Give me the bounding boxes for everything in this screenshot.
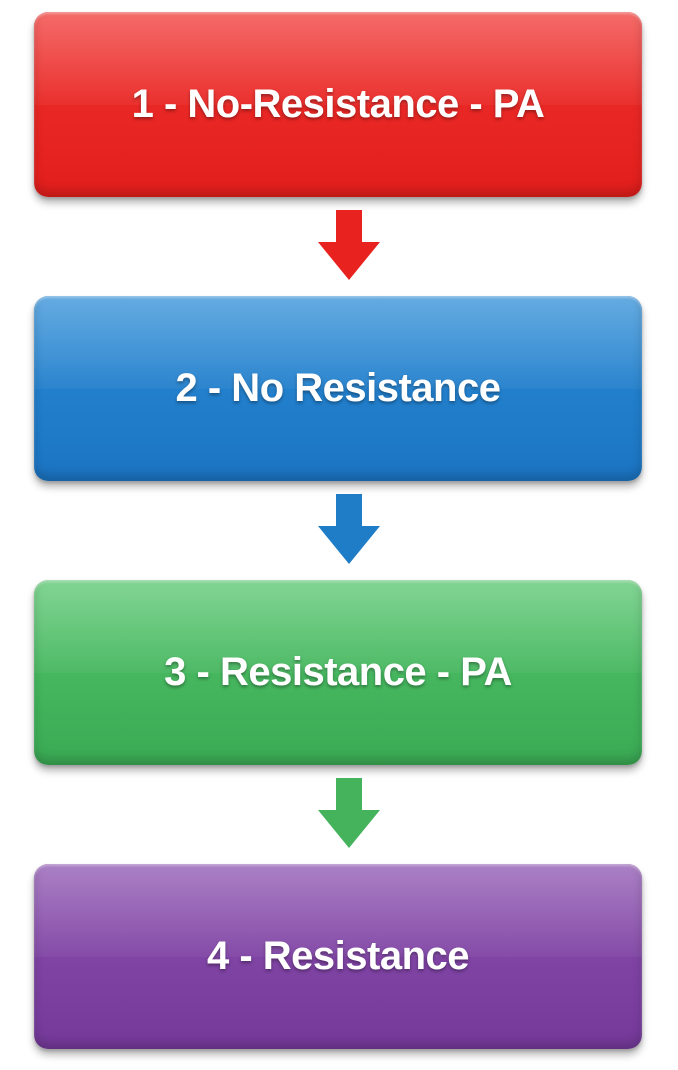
step-2-label: 2 - No Resistance xyxy=(175,366,501,410)
arrow-1-shape xyxy=(318,210,380,280)
arrow-3-shape xyxy=(318,778,380,848)
step-3-label: 3 - Resistance - PA xyxy=(164,650,512,694)
arrow-2-shape xyxy=(318,494,380,564)
step-1-box: 1 - No-Resistance - PA xyxy=(34,12,642,197)
down-arrow-icon xyxy=(318,494,380,564)
step-4-box: 4 - Resistance xyxy=(34,864,642,1049)
down-arrow-icon xyxy=(318,778,380,848)
step-3-box: 3 - Resistance - PA xyxy=(34,580,642,765)
step-4-label: 4 - Resistance xyxy=(206,934,470,978)
down-arrow-icon xyxy=(318,210,380,280)
step-2-box: 2 - No Resistance xyxy=(34,296,642,481)
step-1-label: 1 - No-Resistance - PA xyxy=(131,82,545,126)
